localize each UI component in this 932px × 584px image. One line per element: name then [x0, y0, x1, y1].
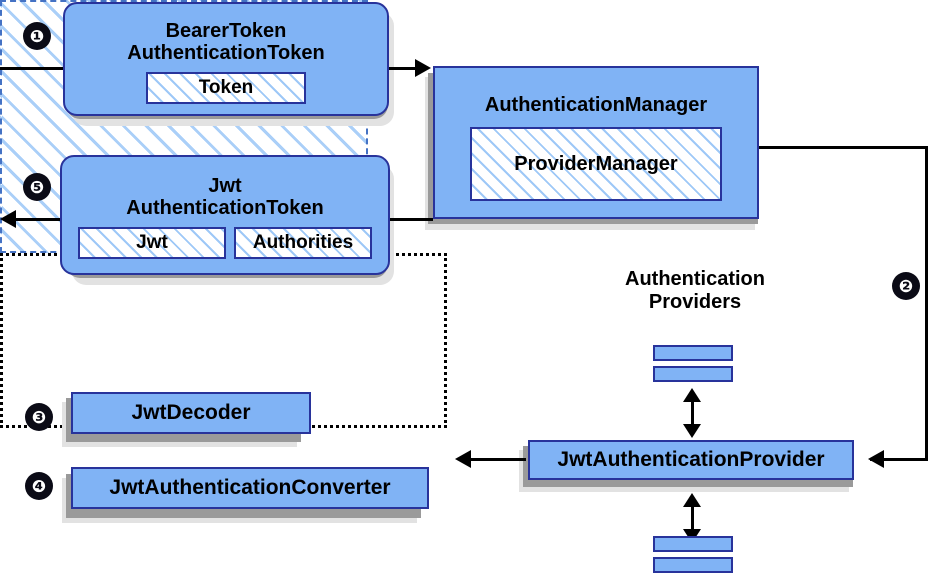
connector-response-out [12, 218, 70, 221]
authentication-providers-label: Authentication Providers [625, 268, 765, 313]
connector-manager-to-jwttoken [388, 218, 433, 221]
provider-bar-bottom-2 [653, 557, 733, 573]
node-jwt-authentication-provider[interactable]: JwtAuthenticationProvider [528, 440, 854, 480]
auth-manager-title: AuthenticationManager [484, 94, 708, 116]
step-marker-1: ❶ [24, 23, 50, 49]
bearer-token-field-token: Token [146, 72, 306, 104]
node-authentication-manager[interactable]: AuthenticationManager ProviderManager [433, 66, 759, 219]
provider-bar-bottom-1 [653, 536, 733, 552]
connector-request-in [0, 67, 68, 70]
connector-provider-to-helpers [468, 458, 526, 461]
arrowhead-provider-to-helpers [455, 450, 471, 468]
arrowhead-up-top [683, 388, 701, 402]
arrowhead-into-provider [868, 450, 884, 468]
connector-provider-up-down-bottom [691, 497, 694, 539]
step-marker-2: ❷ [893, 273, 919, 299]
jwt-token-title: Jwt AuthenticationToken [126, 175, 324, 219]
arrowhead-up-bottom [683, 493, 701, 507]
auth-manager-field-provider-manager: ProviderManager [470, 127, 722, 201]
provider-bar-top-1 [653, 345, 733, 361]
connector-manager-out [758, 146, 928, 149]
connector-into-provider [870, 458, 928, 461]
jwt-token-fields: Jwt Authorities [78, 227, 372, 259]
jwt-token-field-authorities: Authorities [234, 227, 372, 259]
step-marker-3: ❸ [26, 404, 52, 430]
step-marker-5: ❺ [24, 174, 50, 200]
arrowhead-response-out [0, 210, 16, 228]
arrowhead-down-top [683, 424, 701, 438]
arrowhead-bearer-to-manager [415, 59, 431, 77]
node-jwt-authentication-converter[interactable]: JwtAuthenticationConverter [71, 467, 429, 509]
jwt-token-field-jwt: Jwt [78, 227, 226, 259]
bearer-token-title: BearerToken AuthenticationToken [127, 20, 325, 64]
node-jwt-authentication-token[interactable]: Jwt AuthenticationToken Jwt Authorities [60, 155, 390, 275]
connector-right-rail [925, 146, 928, 461]
node-jwt-decoder[interactable]: JwtDecoder [71, 392, 311, 434]
connector-bearer-to-manager [388, 67, 422, 70]
connector-provider-up-down-top [691, 392, 694, 434]
step-marker-4: ❹ [26, 473, 52, 499]
provider-bar-top-2 [653, 366, 733, 382]
node-bearer-token-authentication-token[interactable]: BearerToken AuthenticationToken Token [63, 2, 389, 116]
